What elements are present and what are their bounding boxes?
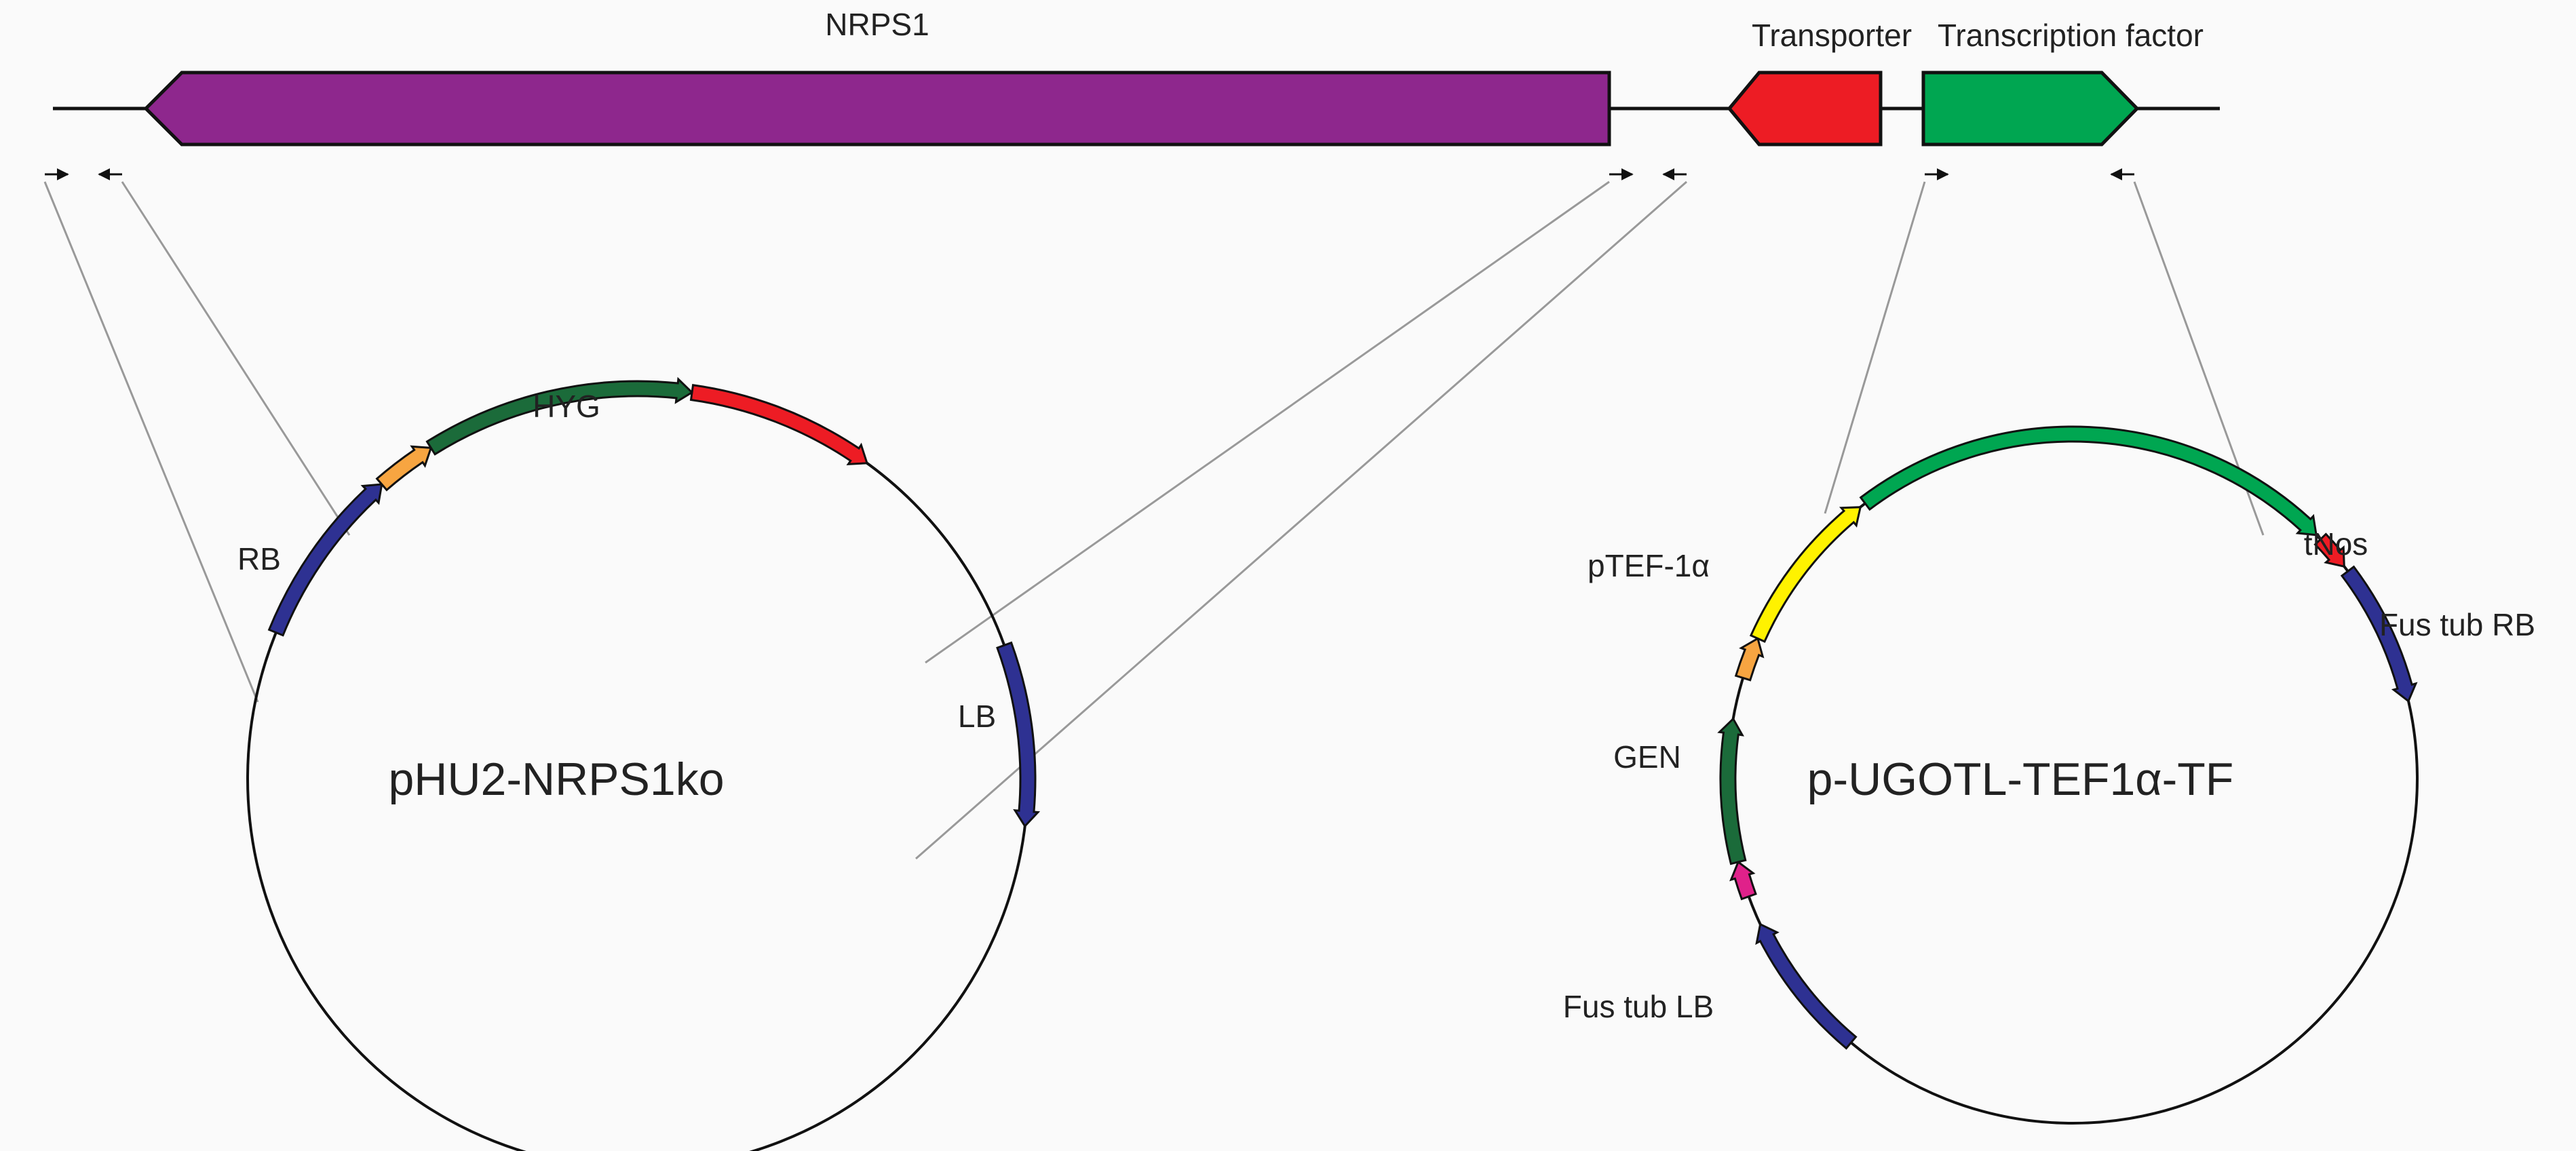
ptef-feature [1749,506,1862,643]
connector-line [915,180,1687,860]
connector-line [121,181,351,536]
plasmid-pugotl: p-UGOTL-TEF1α-TF tNos Fus tub RB Fus tub… [1563,425,2535,1125]
gene-cluster: NRPS1 Transporter Transcription factor [53,7,2220,147]
transcription-factor-label: Transcription factor [1938,18,2204,53]
rb-label: RB [237,541,281,577]
fus-tub-lb-feature [1755,922,1858,1050]
lb-feature [996,641,1041,828]
ptef-label: pTEF-1α [1588,548,1710,583]
plasmid-name: p-UGOTL-TEF1α-TF [1807,754,2234,805]
fus-tub-rb-feature [2340,565,2418,703]
tnos-label: tNos [2304,526,2368,562]
orange-feature [375,445,433,492]
connector-line [1824,181,1926,514]
connector-line [43,181,259,703]
orange2-feature [1734,637,1765,682]
tnos-feature [2313,532,2345,568]
transporter-gene [1727,71,1883,147]
gen-feature [1717,717,1747,865]
red-feature [689,384,869,465]
fus-tub-lb-label: Fus tub LB [1563,989,1714,1024]
connector-line [925,180,1610,664]
nrps1-gene [143,71,1611,147]
magenta-feature [1729,860,1757,901]
gen-label: GEN [1613,739,1681,775]
fus-tub-rb-label: Fus tub RB [2379,607,2535,642]
rb-feature [267,483,383,637]
transcription-factor-gene [1921,71,2140,147]
plasmid-phu2: pHU2-NRPS1ko RB HYG LB [237,376,1041,1151]
lb-label: LB [958,699,996,734]
hyg-label: HYG [533,389,600,424]
transporter-label: Transporter [1752,18,1912,53]
tf-insert-feature [1859,425,2318,537]
nrps1-label: NRPS1 [825,7,929,42]
plasmid-name: pHU2-NRPS1ko [388,754,724,805]
